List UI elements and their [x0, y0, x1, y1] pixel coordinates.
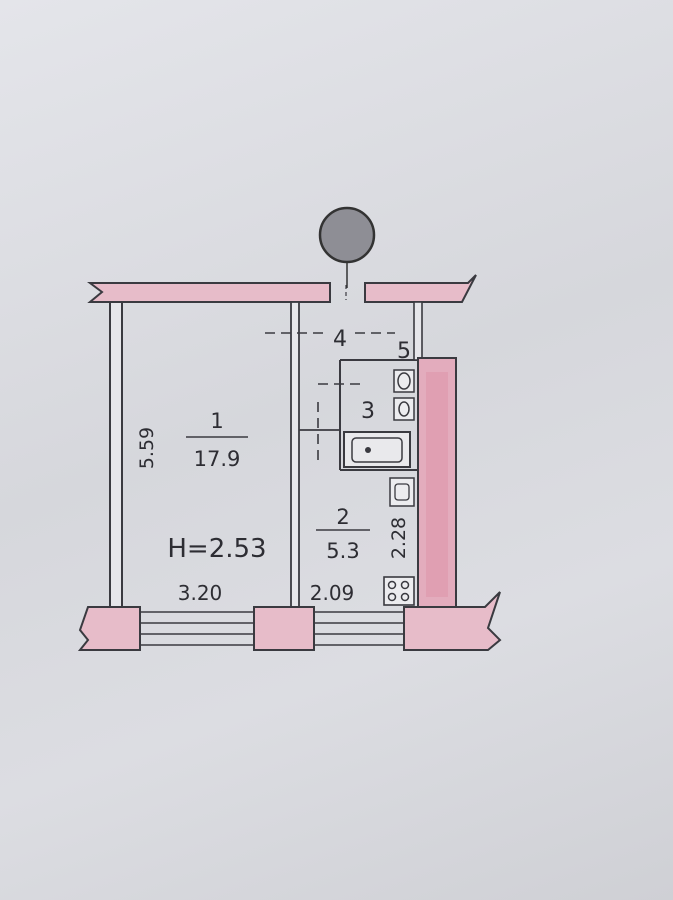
bathtub-inner: [351, 437, 403, 463]
room2-width-dim: 2.09: [310, 581, 355, 605]
room1-width-dim: 3.20: [178, 581, 223, 605]
room2-number: 2: [336, 505, 349, 529]
top-wall-left: [87, 282, 331, 303]
window-kitchen: [314, 611, 404, 646]
bottom-wall-right: [403, 591, 502, 651]
burner-icon: [387, 592, 397, 602]
room1-number: 1: [210, 409, 223, 433]
room3-number: 3: [361, 399, 375, 424]
room5-number: 5: [397, 339, 411, 364]
room1-height-dim: 5.59: [136, 427, 158, 469]
burner-icon: [400, 580, 410, 590]
burner-icon: [387, 580, 397, 590]
burner-icon: [400, 592, 410, 602]
window-room1: [140, 611, 254, 646]
room5-partition: [413, 301, 423, 361]
toilet-bowl: [397, 372, 411, 390]
partition-wall: [290, 301, 300, 608]
right-wall-shade: [426, 372, 448, 597]
room1-area: 17.9: [194, 447, 241, 471]
bottom-wall-left: [77, 606, 141, 651]
bottom-wall-pier: [253, 606, 315, 651]
left-wall: [109, 301, 123, 608]
stove: [383, 576, 415, 606]
room4-number: 4: [333, 327, 347, 352]
top-wall-right: [364, 274, 477, 303]
kitchen-sink-bowl: [394, 483, 410, 501]
sink-basin: [398, 401, 410, 417]
bathtub-drain: [365, 447, 371, 453]
sink: [393, 397, 415, 421]
vent-riser-circle: [318, 206, 376, 264]
room2-area: 5.3: [326, 539, 359, 563]
ceiling-height: H=2.53: [167, 534, 266, 564]
room2-height-dim: 2.28: [388, 517, 410, 559]
kitchen-sink: [389, 477, 415, 507]
